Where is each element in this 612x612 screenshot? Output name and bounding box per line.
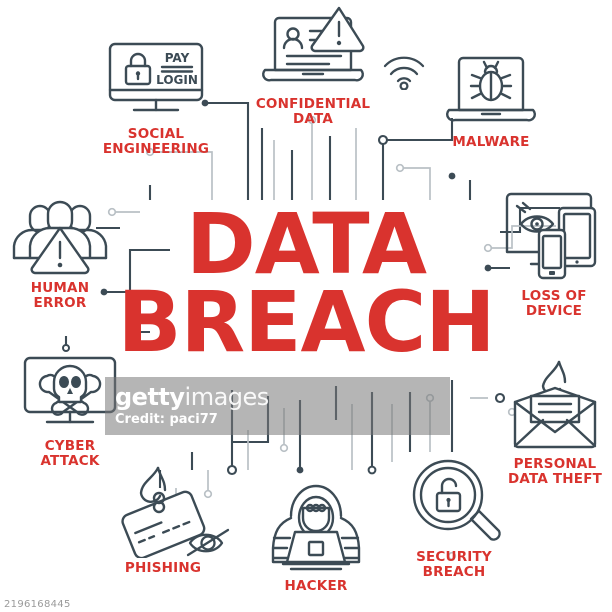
laptop-profile-warning-icon (262, 6, 365, 82)
node-hacker[interactable]: HACKER (258, 466, 374, 594)
icon-text-login: LOGIN (156, 73, 198, 87)
node-label-confidential-data: CONFIDENTIAL DATA (255, 96, 371, 128)
node-malware[interactable]: MALWARE (432, 52, 550, 150)
people-group-warning-icon (12, 200, 108, 275)
node-label-cyber-attack: CYBER ATTACK (40, 438, 100, 470)
node-cyber-attack[interactable]: CYBER ATTACK (14, 352, 126, 469)
node-label-loss-of-device: LOSS OF DEVICE (521, 288, 587, 320)
node-label-social-engineering: SOCIAL ENGINEERING (102, 126, 210, 158)
node-label-human-error: HUMAN ERROR (30, 280, 90, 312)
monitor-tablet-phone-eye-icon (505, 192, 597, 280)
monitor-lock-pay-login-icon: PAY LOGIN (108, 42, 204, 112)
watermark-asset-id: 2196168445 (4, 599, 71, 610)
monitor-skull-crossbones-icon (23, 356, 117, 424)
eye-off-icon (186, 528, 230, 557)
node-label-phishing: PHISHING (124, 560, 202, 576)
icon-text-pay: PAY (165, 51, 190, 65)
watermark-brand: gettyimages (115, 385, 450, 409)
watermark-credit: Credit: paci77 (115, 412, 218, 427)
node-social-engineering[interactable]: PAY LOGIN SOCIAL ENGINEERING (92, 40, 220, 157)
magnifier-unlocked-padlock-icon (412, 459, 501, 541)
node-label-malware: MALWARE (452, 134, 530, 150)
node-label-security-breach: SECURITY BREACH (416, 549, 492, 581)
laptop-bug-icon (446, 56, 536, 122)
node-personal-data-theft[interactable]: PERSONAL DATA THEFT (498, 358, 612, 487)
wifi-icon (383, 56, 425, 90)
node-phishing[interactable]: PHISHING (104, 466, 222, 576)
hooded-figure-laptop-icon (271, 484, 361, 571)
envelope-hook-icon (513, 360, 597, 449)
card-on-hook-icon (121, 466, 206, 558)
node-confidential-data[interactable]: CONFIDENTIAL DATA (243, 2, 383, 127)
watermark-brand-light: images (184, 383, 270, 411)
node-human-error[interactable]: HUMAN ERROR (4, 196, 116, 311)
getty-watermark: gettyimages Credit: paci77 (105, 377, 450, 435)
node-loss-of-device[interactable]: LOSS OF DEVICE (496, 186, 612, 319)
watermark-brand-bold: getty (115, 383, 185, 411)
node-security-breach[interactable]: SECURITY BREACH (398, 455, 510, 580)
node-label-personal-data-theft: PERSONAL DATA THEFT (507, 456, 603, 488)
node-label-hacker: HACKER (284, 578, 348, 594)
